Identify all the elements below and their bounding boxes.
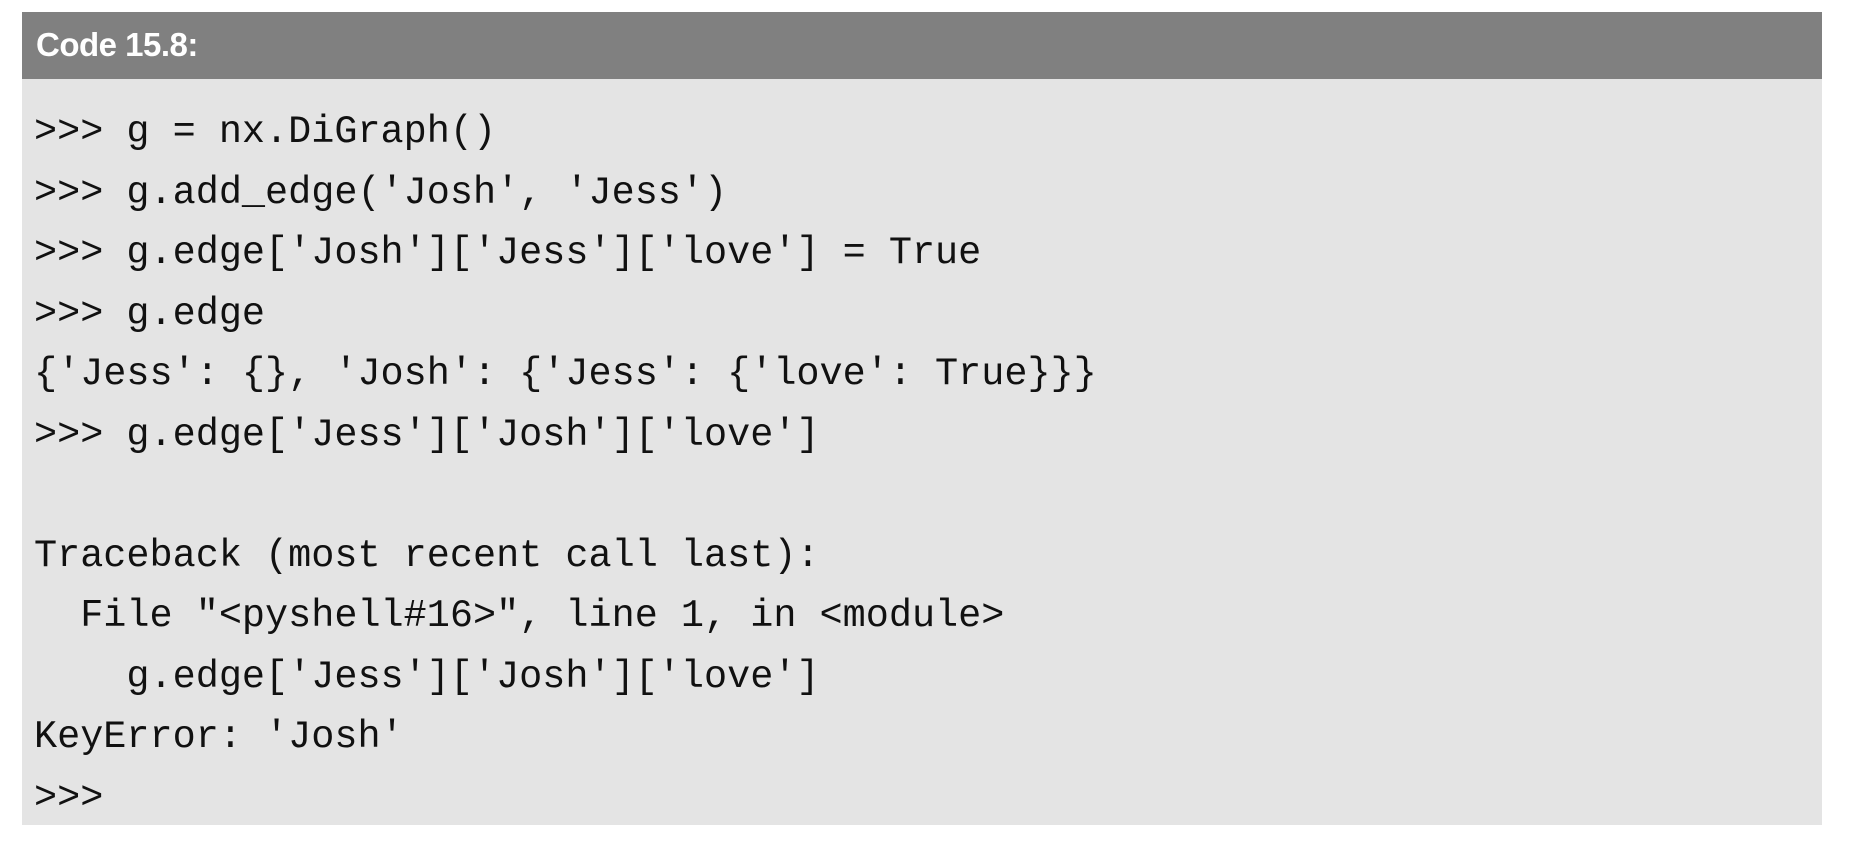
code-title: Code 15.8: xyxy=(36,26,198,63)
code-line: g.edge['Jess']['Josh']['love'] xyxy=(34,654,820,699)
code-line: >>> g.edge xyxy=(34,291,266,336)
code-line: >>> g.edge['Josh']['Jess']['love'] = Tru… xyxy=(34,231,982,275)
code-header: Code 15.8: xyxy=(22,12,1822,79)
code-line: >>> g = nx.DiGraph() xyxy=(34,110,497,154)
code-listing: Code 15.8: >>> g = nx.DiGraph() >>> g.ad… xyxy=(22,12,1822,825)
code-line: >>> xyxy=(34,775,104,820)
code-line: >>> g.edge['Jess']['Josh']['love'] xyxy=(34,412,820,457)
code-line: >>> g.add_edge('Josh', 'Jess') xyxy=(34,170,728,215)
code-line: File "<pyshell#16>", line 1, in <module> xyxy=(34,594,1005,638)
code-body: >>> g = nx.DiGraph() >>> g.add_edge('Jos… xyxy=(34,102,1097,828)
code-line: KeyError: 'Josh' xyxy=(34,715,404,759)
code-line xyxy=(34,465,1097,526)
code-line: {'Jess': {}, 'Josh': {'Jess': {'love': T… xyxy=(34,352,1097,396)
code-line: Traceback (most recent call last): xyxy=(34,533,820,578)
